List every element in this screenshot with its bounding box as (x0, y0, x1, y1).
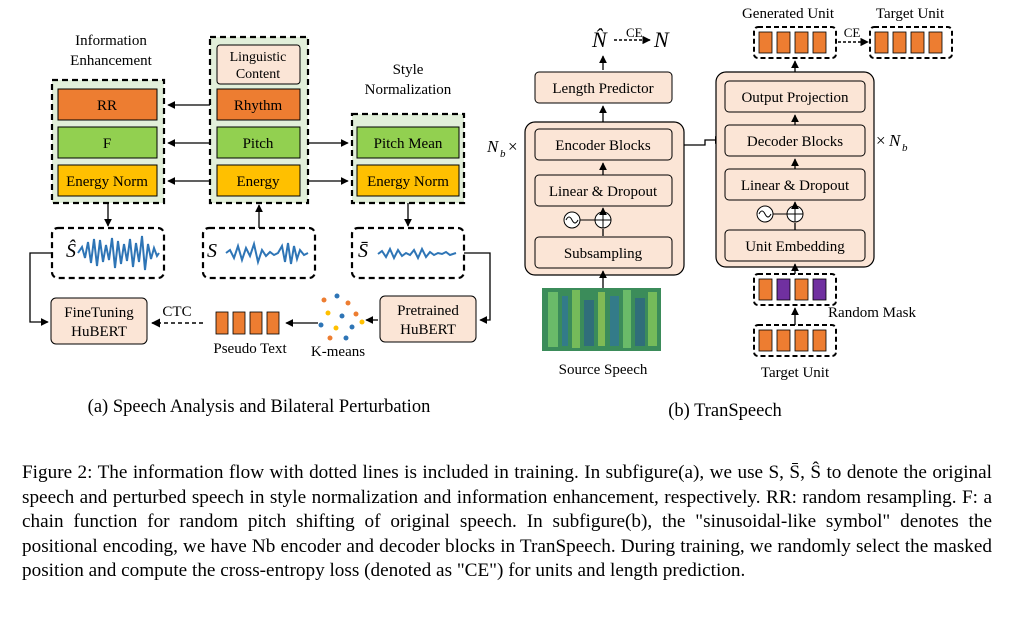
figure-2: Information Enhancement RR F Energy Norm… (29, 6, 953, 421)
kmeans-label: K-means (311, 344, 365, 360)
decoder-blocks-block (724, 124, 866, 157)
ce-top-label: CE (626, 25, 643, 40)
output-projection-label: Output Projection (741, 90, 849, 106)
finetuning-hubert-block (50, 297, 148, 345)
nb-right-label: N (888, 131, 902, 150)
info-enhancement-title-1: Information (75, 33, 147, 49)
encoder-blocks-block (534, 128, 673, 161)
n-hat-label: N̂ (591, 27, 608, 52)
info-enhancement-title-2: Enhancement (70, 53, 152, 69)
arrow-to-finetuning (29, 252, 52, 326)
linguistic-label-2: Content (236, 67, 280, 82)
length-predictor-label: Length Predictor (552, 81, 653, 97)
arrow-to-pretrained (464, 252, 491, 324)
pretrained-hubert-block (379, 295, 477, 343)
linear-dropout-enc-label: Linear & Dropout (549, 184, 658, 200)
waveform-orig (225, 240, 309, 266)
style-norm-title-2: Normalization (365, 82, 452, 98)
nb-left-times: × (508, 137, 518, 156)
energy-norm-right-block (356, 164, 460, 197)
pitch-label: Pitch (243, 136, 274, 152)
masked-unit-tokens (758, 278, 827, 301)
finetuning-label-2: HuBERT (71, 324, 127, 340)
linear-dropout-dec-label: Linear & Dropout (741, 178, 850, 194)
subcaption-a: (a) Speech Analysis and Bilateral Pertur… (88, 397, 431, 417)
subcaption-b: (b) TranSpeech (668, 401, 782, 421)
subsampling-label: Subsampling (564, 246, 643, 262)
s-label: S (207, 240, 217, 262)
waveform-orig-box (201, 226, 317, 280)
target-unit-bottom-tokens (758, 329, 827, 352)
random-mask-label: Random Mask (828, 305, 916, 321)
generated-unit-tokens (758, 31, 827, 54)
f-label: F (103, 136, 111, 152)
energy-norm-left-label: Energy Norm (66, 174, 148, 190)
nb-right-times: × (876, 131, 886, 150)
length-predictor-block (534, 71, 673, 104)
linguistic-label-1: Linguistic (230, 50, 287, 65)
pseudo-text-label: Pseudo Text (213, 341, 287, 357)
subfigure-a: Information Enhancement RR F Energy Norm… (29, 33, 491, 417)
source-speech-label: Source Speech (559, 362, 648, 378)
ctc-label: CTC (162, 304, 191, 320)
linear-dropout-dec-block (724, 168, 866, 201)
kmeans-dots (318, 293, 365, 341)
nb-left-sub: b (500, 148, 506, 160)
pseudo-text-units (215, 311, 280, 335)
finetuning-label-1: FineTuning (64, 305, 134, 321)
rhythm-block (216, 88, 301, 121)
caption-text: Figure 2: The information flow with dott… (22, 462, 992, 582)
linear-dropout-enc-block (534, 174, 673, 207)
pitch-block (216, 126, 301, 159)
unit-embedding-label: Unit Embedding (745, 239, 845, 255)
decoder-blocks-label: Decoder Blocks (747, 134, 843, 150)
nb-right-sub: b (902, 142, 908, 154)
rr-block (57, 88, 158, 121)
pretrained-label-1: Pretrained (397, 303, 459, 319)
generated-unit-label: Generated Unit (742, 6, 835, 22)
energy-label: Energy (236, 174, 280, 190)
figure-caption: Figure 2: The information flow with dott… (22, 461, 992, 584)
target-unit-top-tokens (874, 31, 943, 54)
source-speech-spectrogram (542, 288, 661, 351)
nb-left-label: N (486, 137, 500, 156)
target-unit-bottom-label: Target Unit (761, 365, 830, 381)
energy-norm-right-label: Energy Norm (367, 174, 449, 190)
encoder-blocks-label: Encoder Blocks (555, 138, 651, 154)
add-dec-icon (786, 205, 804, 223)
energy-block (216, 164, 301, 197)
subfigure-b: N̂ CE N Length Predictor N b × Encoder B… (486, 6, 953, 421)
pretrained-label-2: HuBERT (400, 322, 456, 338)
pitch-mean-block (356, 126, 460, 159)
s-hat-label: Ŝ (66, 238, 76, 262)
add-enc-icon (594, 211, 612, 229)
unit-embedding-block (724, 229, 866, 262)
output-projection-block (724, 80, 866, 113)
f-block (57, 126, 158, 159)
pitch-mean-label: Pitch Mean (374, 136, 443, 152)
s-bar-label: S̄ (358, 240, 368, 262)
subsampling-block (534, 236, 673, 269)
rr-label: RR (97, 98, 117, 114)
ce-right-label: CE (844, 25, 861, 40)
positional-encoding-enc-icon (563, 211, 595, 229)
waveform-bar (377, 246, 457, 261)
target-unit-top-label: Target Unit (876, 6, 945, 22)
style-norm-title-1: Style (393, 62, 424, 78)
positional-encoding-dec-icon (756, 205, 787, 223)
waveform-hat (77, 235, 160, 271)
energy-norm-left-block (57, 164, 158, 197)
n-label: N (653, 27, 670, 52)
rhythm-label: Rhythm (234, 98, 283, 114)
arrow-enc-to-dec (684, 136, 723, 146)
linguistic-content-block (216, 44, 301, 85)
